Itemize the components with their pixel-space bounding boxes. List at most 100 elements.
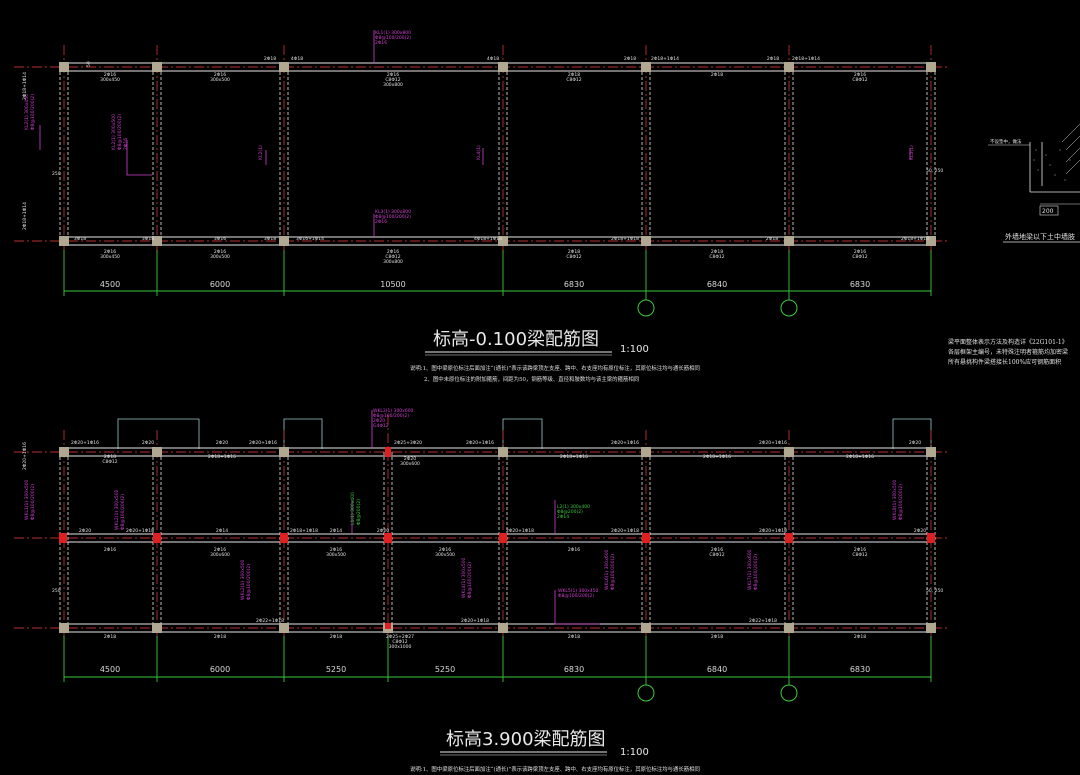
plan-note: 2、图中未原位标注的附加箍筋，间距为50，钢筋等级、直径和肢数均与该主梁的箍筋相… bbox=[424, 375, 639, 383]
svg-text:WKL2(1) 300x500: WKL2(1) 300x500 bbox=[114, 489, 120, 530]
svg-text:2Φ18: 2Φ18 bbox=[104, 454, 116, 460]
svg-text:C8Φ12: C8Φ12 bbox=[852, 254, 867, 260]
svg-text:Φ8@100/200(2): Φ8@100/200(2) bbox=[120, 494, 126, 530]
svg-text:KL1(1) 300x800: KL1(1) 300x800 bbox=[375, 30, 411, 36]
svg-text:2Φ18+1Φ16: 2Φ18+1Φ16 bbox=[208, 454, 236, 460]
svg-text:Φ8@100/200(2): Φ8@100/200(2) bbox=[753, 554, 759, 590]
svg-text:2Φ20+1Φ18: 2Φ20+1Φ18 bbox=[461, 618, 489, 624]
svg-text:2Φ20: 2Φ20 bbox=[909, 440, 921, 446]
svg-text:WKL6(1) 300x600: WKL6(1) 300x600 bbox=[604, 549, 610, 590]
svg-text:2Φ18+1Φ14: 2Φ18+1Φ14 bbox=[651, 56, 679, 62]
svg-text:C8Φ12: C8Φ12 bbox=[385, 77, 400, 83]
side-note: 梁平面整体表示方法及构造详《22G101-1》 bbox=[948, 338, 1068, 346]
plan-note: 说明:1、图中梁原位标注后面加注“(通长)”表示该跨梁顶左支座、跨中、右支座均有… bbox=[410, 364, 700, 372]
svg-text:3Φ18: 3Φ18 bbox=[264, 236, 276, 242]
svg-text:G4Φ12: G4Φ12 bbox=[373, 423, 389, 429]
svg-text:2Φ20: 2Φ20 bbox=[914, 528, 926, 534]
svg-text:C8Φ12: C8Φ12 bbox=[392, 639, 407, 645]
dim-label: 6000 bbox=[210, 280, 230, 289]
svg-text:WKL3(1) 300x600: WKL3(1) 300x600 bbox=[373, 408, 414, 414]
plan-note: 说明:1、图中梁原位标注后面加注“(通长)”表示该跨梁顶左支座、跨中、右支座均有… bbox=[410, 765, 700, 773]
dim-label: 5250 bbox=[435, 665, 455, 674]
svg-text:2Φ16: 2Φ16 bbox=[104, 249, 116, 255]
svg-text:C8Φ12: C8Φ12 bbox=[709, 254, 724, 260]
svg-text:2Φ20+1Φ18: 2Φ20+1Φ18 bbox=[611, 528, 639, 534]
svg-text:Φ8@100/200(2): Φ8@100/200(2) bbox=[30, 94, 36, 130]
svg-text:Φ8@100/200(2): Φ8@100/200(2) bbox=[898, 484, 904, 520]
side-label: 外墙地梁以下土中墙肢 bbox=[1005, 232, 1075, 241]
svg-text:WKL8(1) 300x500: WKL8(1) 300x500 bbox=[892, 479, 898, 520]
svg-text:3Φ18: 3Φ18 bbox=[142, 236, 154, 242]
dim-label: 6840 bbox=[707, 280, 727, 289]
svg-text:4Φ18: 4Φ18 bbox=[487, 56, 499, 62]
svg-text:2Φ22+1Φ18: 2Φ22+1Φ18 bbox=[749, 618, 777, 624]
green-annotations: L1(1) 300x400 Φ8@200(2) L2(1) 300x400Φ8@… bbox=[350, 492, 590, 525]
svg-text:3Φ16: 3Φ16 bbox=[214, 236, 226, 242]
side-dim: 200 bbox=[1042, 208, 1054, 215]
svg-text:2Φ18: 2Φ18 bbox=[104, 634, 116, 640]
svg-text:2Φ14: 2Φ14 bbox=[557, 514, 569, 520]
svg-text:2Φ18: 2Φ18 bbox=[568, 249, 580, 255]
plan-2-title-block: 标高3.900梁配筋图 1:100 说明:1、图中梁原位标注后面加注“(通长)”… bbox=[410, 729, 700, 773]
svg-text:2Φ16: 2Φ16 bbox=[387, 72, 399, 78]
plan-2[interactable]: 4500 6000 5250 5250 6830 6840 6830 2Φ20+… bbox=[14, 408, 950, 773]
svg-text:C8Φ12: C8Φ12 bbox=[102, 459, 117, 465]
svg-text:2Φ16: 2Φ16 bbox=[387, 249, 399, 255]
dim-label: 6000 bbox=[210, 665, 230, 674]
svg-text:2Φ25+3Φ20: 2Φ25+3Φ20 bbox=[394, 440, 422, 446]
axis-bubbles bbox=[637, 299, 798, 317]
plan-1-title-block: 标高-0.100梁配筋图 1:100 说明:1、图中梁原位标注后面加注“(通长)… bbox=[410, 329, 700, 383]
svg-text:4Φ18: 4Φ18 bbox=[291, 56, 303, 62]
svg-text:2Φ20: 2Φ20 bbox=[404, 456, 416, 462]
svg-text:2Φ16: 2Φ16 bbox=[568, 547, 580, 553]
plan-1[interactable]: 4500 6000 10500 6830 6840 6830 2Φ16300x4… bbox=[14, 30, 950, 383]
svg-text:L1(1) 300x400: L1(1) 300x400 bbox=[350, 492, 356, 525]
svg-text:2Φ16: 2Φ16 bbox=[375, 40, 387, 46]
axis-bubbles-2 bbox=[637, 684, 798, 702]
svg-text:WKL1(1) 300x500: WKL1(1) 300x500 bbox=[24, 479, 30, 520]
svg-text:C8Φ12: C8Φ12 bbox=[385, 254, 400, 260]
svg-text:2Φ18: 2Φ18 bbox=[568, 634, 580, 640]
svg-text:KL4(1): KL4(1) bbox=[476, 145, 482, 160]
svg-text:2Φ18+1Φ14: 2Φ18+1Φ14 bbox=[22, 72, 28, 100]
svg-text:KL2(1) 300x450: KL2(1) 300x450 bbox=[24, 94, 30, 130]
svg-text:C8Φ12: C8Φ12 bbox=[852, 552, 867, 558]
svg-text:2Φ18+1Φ18: 2Φ18+1Φ18 bbox=[290, 528, 318, 534]
svg-text:300x450: 300x450 bbox=[100, 254, 120, 260]
dimension-line bbox=[63, 250, 932, 300]
svg-text:2Φ18: 2Φ18 bbox=[854, 634, 866, 640]
svg-text:L2(1) 300x400: L2(1) 300x400 bbox=[557, 504, 590, 510]
svg-text:300x600: 300x600 bbox=[400, 461, 420, 467]
dim-label: 5250 bbox=[326, 665, 346, 674]
svg-text:2Φ18: 2Φ18 bbox=[264, 56, 276, 62]
plan-scale: 1:100 bbox=[620, 747, 649, 758]
svg-text:300x450: 300x450 bbox=[100, 77, 120, 83]
svg-text:2Φ18+1Φ14: 2Φ18+1Φ14 bbox=[792, 56, 820, 62]
svg-text:WKL2(1) 300x500: WKL2(1) 300x500 bbox=[240, 559, 246, 600]
dimension-labels: 4500 6000 10500 6830 6840 6830 bbox=[100, 280, 870, 289]
svg-text:Φ8@100/200(2): Φ8@100/200(2) bbox=[558, 593, 594, 599]
red-columns bbox=[59, 447, 935, 629]
svg-text:2Φ18+1Φ16: 2Φ18+1Φ16 bbox=[703, 454, 731, 460]
svg-text:300x800: 300x800 bbox=[383, 259, 403, 265]
svg-text:2Φ16: 2Φ16 bbox=[104, 72, 116, 78]
dim-label: 4500 bbox=[100, 280, 120, 289]
svg-text:2Φ18: 2Φ18 bbox=[766, 236, 778, 242]
dim-label: 10500 bbox=[380, 280, 405, 289]
svg-text:3Φ18: 3Φ18 bbox=[74, 236, 86, 242]
side-detail: 不设垫中，做法 200 外墙地梁以下土中墙肢 梁平面整体表示方法及构造详《22G… bbox=[948, 123, 1080, 366]
dim-label: 6830 bbox=[564, 280, 584, 289]
dim-label: 6830 bbox=[850, 665, 870, 674]
svg-text:2Φ16: 2Φ16 bbox=[439, 547, 451, 553]
svg-text:2Φ18: 2Φ18 bbox=[214, 634, 226, 640]
svg-text:WKL4(1) 300x500: WKL4(1) 300x500 bbox=[461, 557, 467, 598]
svg-text:2Φ18+1Φ16: 2Φ18+1Φ16 bbox=[560, 454, 588, 460]
svg-text:2Φ18+1Φ18: 2Φ18+1Φ18 bbox=[901, 236, 929, 242]
svg-text:2Φ16: 2Φ16 bbox=[854, 249, 866, 255]
svg-text:300x1000: 300x1000 bbox=[389, 644, 412, 650]
